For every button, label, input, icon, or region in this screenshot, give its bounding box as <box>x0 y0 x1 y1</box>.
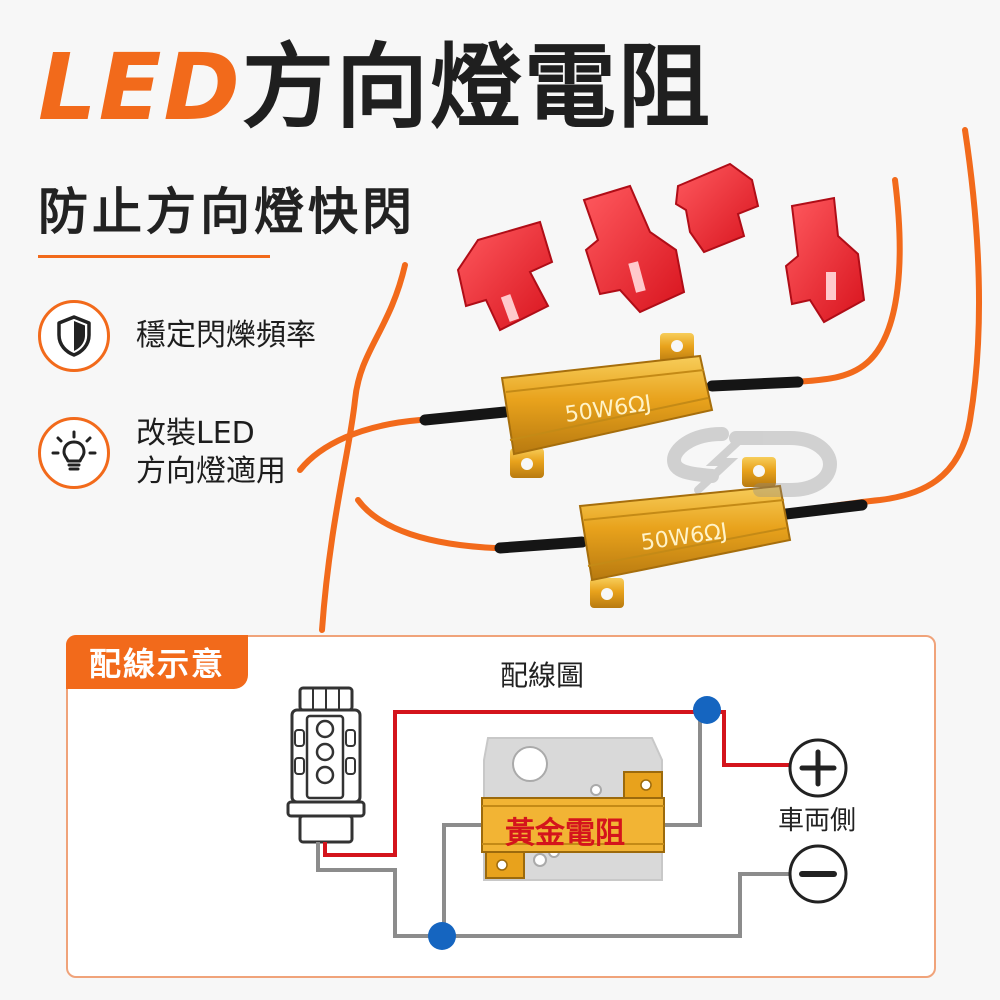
page-subtitle: 防止方向燈快閃 <box>38 183 416 241</box>
wire <box>297 417 423 473</box>
wire-sleeve <box>494 536 588 554</box>
wire-gray <box>440 872 792 938</box>
feature-stable-flash: 穩定閃爍頻率 <box>38 300 316 372</box>
feature-line-2: 方向燈適用 <box>136 453 286 489</box>
title-led: LED <box>38 34 242 141</box>
lightbulb-icon <box>38 416 110 489</box>
feature-text: 改裝LED 方向燈適用 <box>136 415 286 490</box>
wire-gray <box>442 823 484 936</box>
junction-node <box>693 696 721 724</box>
diagram-title: 配線圖 <box>500 659 585 692</box>
feature-led-compatible: 改裝LED 方向燈適用 <box>38 415 286 490</box>
feature-line-1: 改裝LED <box>136 416 255 451</box>
led-bulb-icon <box>286 686 366 844</box>
feature-label: 穩定閃爍頻率 <box>136 318 316 354</box>
wire-connector <box>674 162 760 254</box>
car-side-label: 車両側 <box>778 806 857 836</box>
resistor-bottom: 50W6ΩJ <box>578 457 792 608</box>
wire-sleeve <box>780 499 868 520</box>
title-divider <box>38 255 270 258</box>
wire-gray <box>316 842 440 938</box>
wire-red <box>323 710 792 857</box>
wire <box>792 177 903 385</box>
junction-node <box>428 922 456 950</box>
wire-connector <box>582 184 686 314</box>
page-title: LED方向燈電阻 <box>38 42 712 134</box>
product-illustration: 50W6ΩJ 50W6ΩJ <box>297 127 983 633</box>
negative-terminal-icon <box>788 844 848 904</box>
wire-sleeve <box>706 376 804 392</box>
wire <box>355 497 498 551</box>
diagram-tag: 配線示意 <box>66 635 248 689</box>
shield-icon <box>38 300 110 372</box>
brand-logo <box>666 427 838 497</box>
gold-resistor-diagram <box>481 771 665 879</box>
wire <box>319 262 408 633</box>
wire-connector <box>784 196 866 324</box>
gold-resistor-label: 黃金電阻 <box>505 816 625 851</box>
wire-connector <box>456 220 554 332</box>
wire-sleeve <box>419 406 511 426</box>
wire-gray <box>660 712 702 827</box>
title-rest: 方向燈電阻 <box>241 34 712 141</box>
positive-terminal-icon <box>788 738 848 798</box>
resistor-top: 50W6ΩJ <box>500 333 714 478</box>
